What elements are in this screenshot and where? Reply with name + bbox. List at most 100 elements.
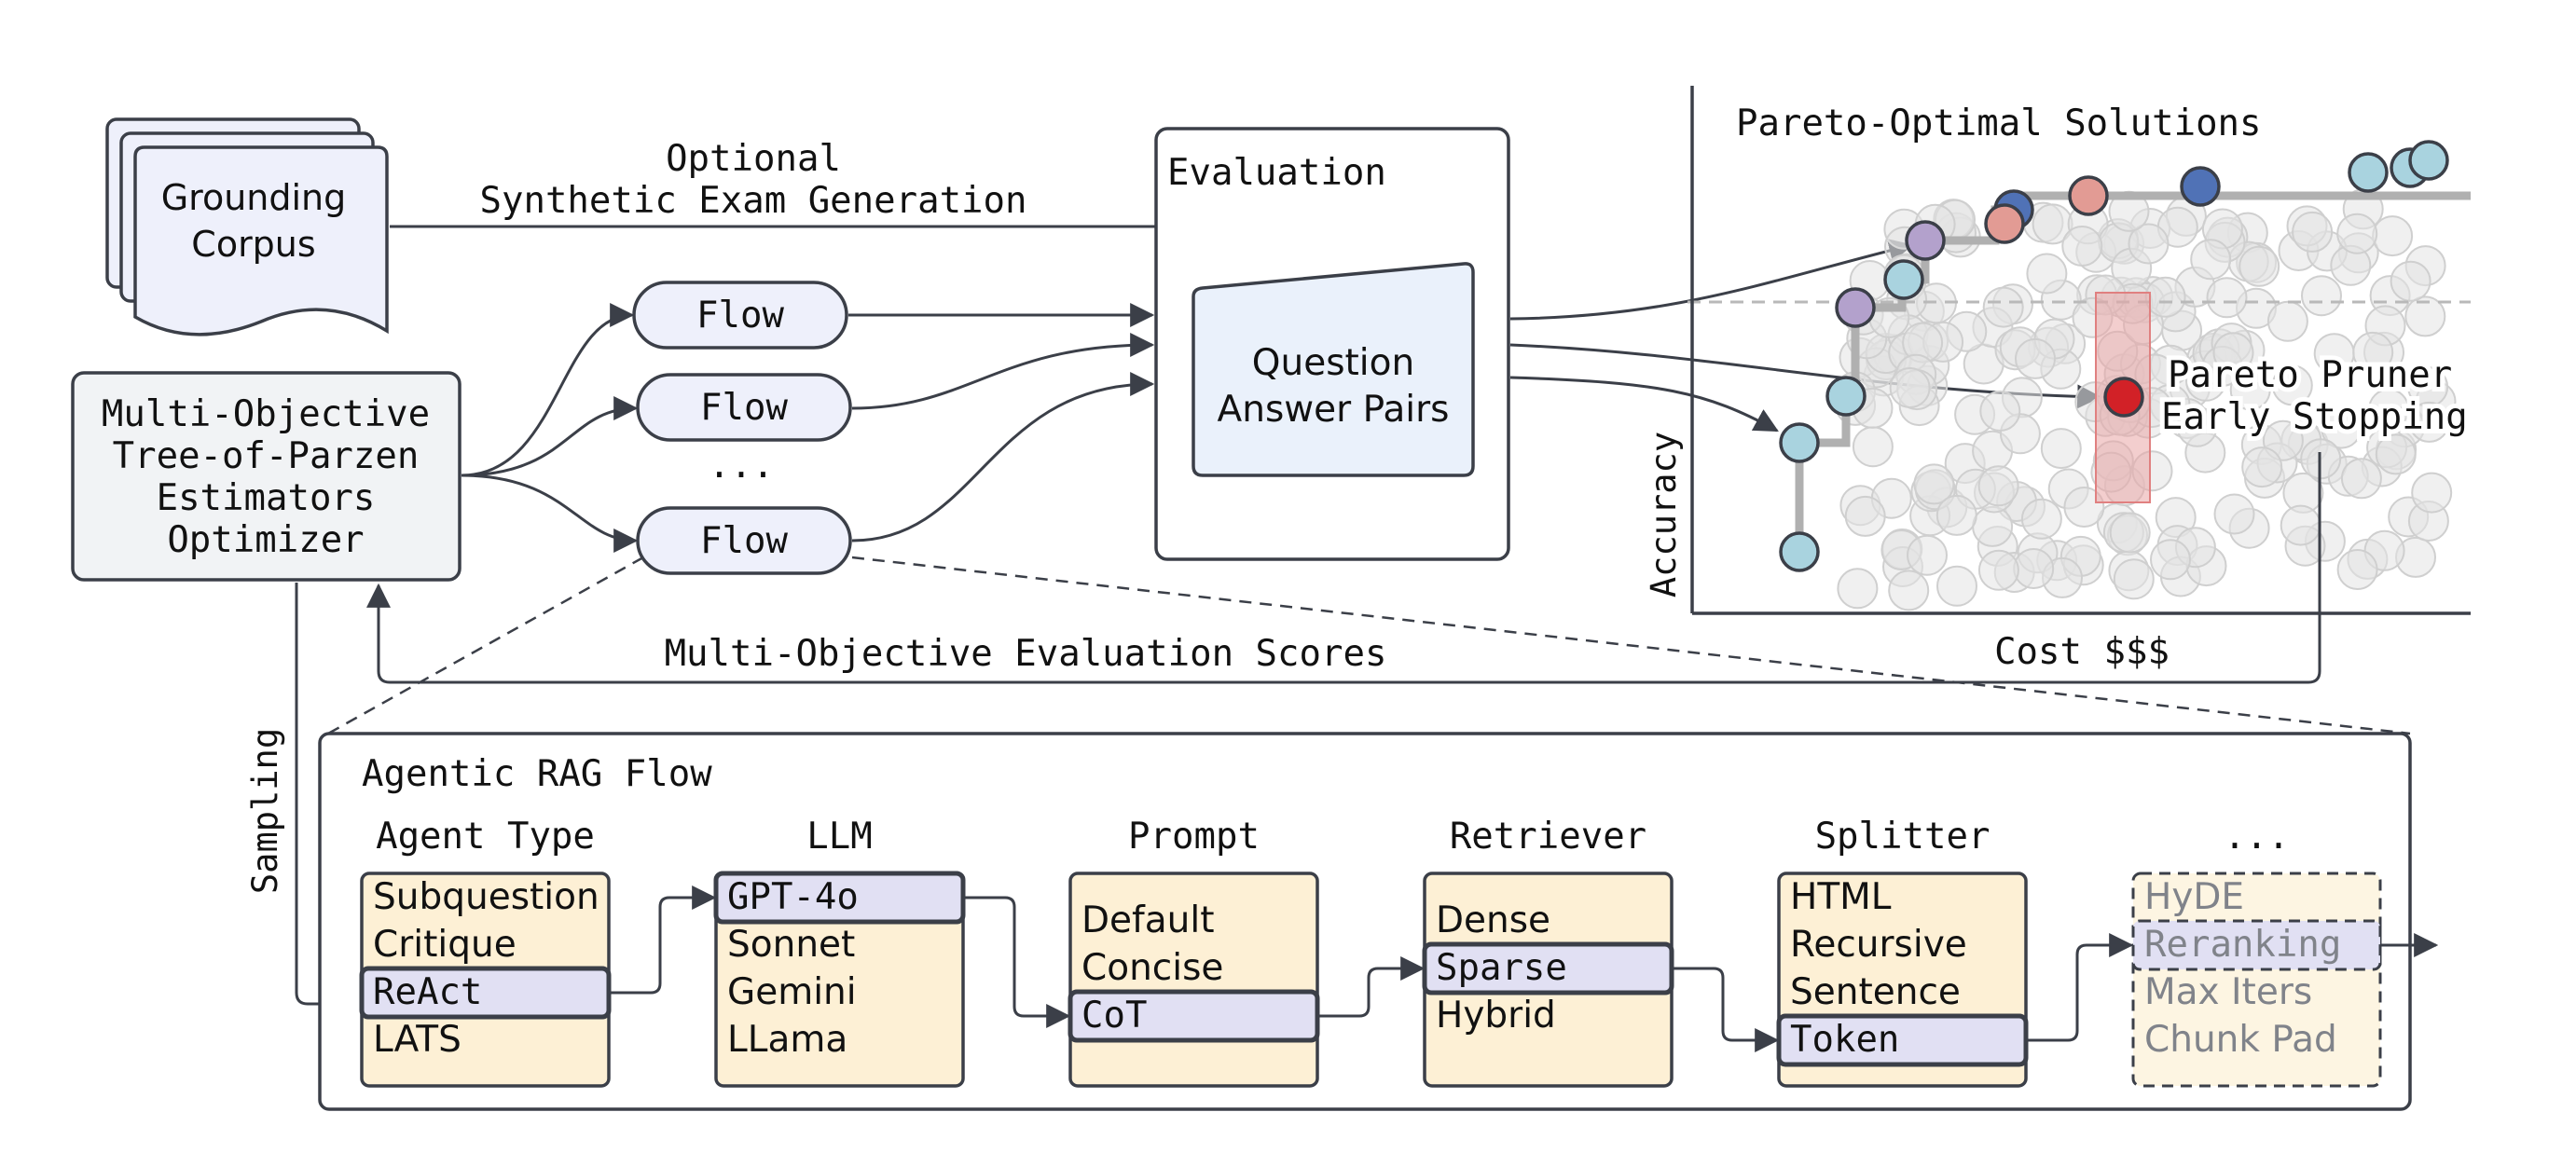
rag-option-label: Max Iters [2144,971,2312,1013]
background-point [2340,458,2382,500]
qa-to-low-arrow [1509,376,1779,432]
rag-option-label: Sentence [1790,971,1961,1013]
background-point [1844,495,1886,537]
evaluation-scores-label: Multi-Objective Evaluation Scores [665,633,1387,675]
rag-option-label: Concise [1081,947,1223,989]
qa-to-pareto-arrow [1509,239,1914,321]
optimizer-to-flow-2-arrow [461,396,639,477]
flow-2-to-qa-arrow [851,333,1155,410]
rag-option-label: Sparse [1436,947,1567,989]
background-point [1913,463,1955,505]
optimizer-line: Estimators [157,477,376,519]
pareto-point [1779,531,1820,572]
pareto-point [1905,220,1946,261]
rag-column-header: ... [2224,816,2289,858]
background-point [2321,407,2362,449]
rag-column-header: LLM [806,816,872,858]
corpus-page-front [133,145,389,336]
background-point [1982,286,2024,328]
optimizer-line: Tree-of-Parzen [113,435,420,477]
background-point [2336,213,2378,254]
rag-column-header: Prompt [1128,816,1260,858]
rag-column-header: Retriever [1450,816,1646,858]
pareto-title: Pareto-Optimal Solutions [1736,103,2262,144]
evaluation-scores-arrow [366,452,2321,684]
flows-ellipsis: ... [709,445,774,487]
background-point [2026,253,2068,295]
corpus-label-line1: Grounding [161,177,347,218]
rag-option-label: Dense [1436,899,1550,941]
rag-option-label: GPT-4o [727,876,859,918]
rag-option-label: ReAct [373,971,482,1013]
optimizer-line: Multi-Objective [102,393,430,435]
background-point [2020,498,2062,540]
qa-label-line2: Answer Pairs [1218,389,1450,431]
background-point [2229,369,2271,411]
synthetic-label-line2: Synthetic Exam Generation [480,180,1027,222]
synthetic-label-line1: Optional [666,138,841,180]
rag-option-label: Recursive [1790,924,1967,966]
background-point [2241,446,2283,488]
rag-connector-arrow [1672,967,1780,1052]
optimizer-box [71,371,461,582]
zoom-line-right [851,556,2411,735]
background-point [2213,493,2255,535]
background-point [2013,548,2055,589]
optimizer-to-flow-1-arrow [461,303,635,477]
background-point [1889,367,1931,408]
background-point [2301,275,2342,317]
rag-option-label: Reranking [2144,924,2341,966]
rag-option-label: HTML [1790,876,1892,918]
rag-connectors [609,886,2439,1052]
background-point [2292,211,2334,253]
background-point [2061,226,2103,267]
background-point [2266,300,2308,342]
flow-2 [636,373,852,442]
background-point [2015,337,2056,379]
background-point [2128,223,2170,265]
rag-option-label: Chunk Pad [2144,1019,2337,1061]
pruner-label-line1: Pareto Pruner [2168,354,2452,396]
pareto-point [2348,152,2389,193]
pareto-point [1835,287,1876,328]
rag-option-label: Subquestion [373,876,599,918]
corpus-label-line2: Corpus [191,224,315,265]
background-point [1907,534,1948,576]
rag-flow-title: Agentic RAG Flow [362,753,712,795]
background-point [2408,401,2450,443]
pareto-plot: Pareto-Optimal Solutions Pareto Pruner E… [1644,86,2473,673]
background-point [1837,568,1879,610]
qa-pairs-box [1192,262,1475,477]
flow-2-label: Flow [700,387,788,429]
rag-option-label: HyDE [2144,876,2244,918]
pruner-label-line2: Early Stopping [2161,396,2468,438]
zoom-line-left [327,556,644,735]
background-point [2150,539,2191,581]
pareto-point [1779,422,1820,463]
sampling-arrow [295,583,363,1016]
background-point [2109,512,2151,554]
background-point [1936,565,1977,607]
evaluation-title: Evaluation [1167,152,1386,194]
rag-option-label: CoT [1081,995,1147,1037]
background-point [1888,570,1930,611]
pruned-point [2103,377,2144,418]
background-point [2113,558,2155,600]
background-point [2063,487,2105,528]
y-axis-label: Accuracy [1644,432,1684,597]
background-point [2271,364,2313,406]
rag-option-label: Sonnet [727,924,855,966]
background-point [2352,331,2394,373]
background-point [1977,465,2019,507]
background-point [2411,472,2453,514]
sampling-label: Sampling [245,728,285,894]
pareto-point [2068,175,2109,216]
flow-3-to-qa-arrow [851,372,1155,542]
background-point [2390,260,2431,302]
background-point [2212,332,2254,374]
pareto-point [1825,376,1867,417]
rag-option-label: Critique [373,924,517,966]
flow-1 [632,281,848,350]
x-axis-label: Cost $$$ [1994,631,2170,673]
